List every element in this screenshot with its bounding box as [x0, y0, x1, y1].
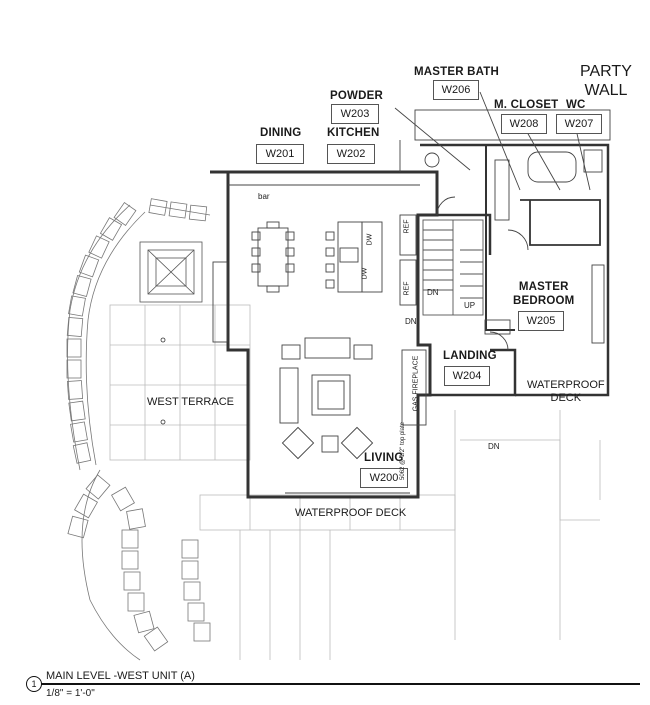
living-furniture [279, 337, 374, 460]
master-bedroom-line-2: BEDROOM [513, 295, 575, 307]
note-dn-stair: DN [427, 288, 439, 297]
room-code-living: W200 [360, 468, 408, 488]
party-wall-line-1: PARTY [580, 63, 632, 80]
area-waterproof-deck-lower: WATERPROOF DECK [295, 507, 407, 519]
vanity [494, 159, 510, 221]
wall-closet [520, 199, 601, 246]
room-name-dining: DINING [260, 127, 302, 139]
wall-east [418, 213, 492, 255]
area-west-terrace: WEST TERRACE [147, 396, 234, 408]
note-gas-fireplace: GAS FIREPLACE [412, 355, 420, 412]
room-code-landing: W204 [444, 366, 490, 386]
note-ref-upper: REF [403, 219, 411, 234]
wall-bath-inner [485, 145, 515, 331]
room-name-living: LIVING [364, 452, 404, 464]
room-code-wc: W207 [556, 114, 602, 134]
party-wall-line-2: WALL [584, 82, 628, 99]
note-plate: 5062 @ 1/2" top plate [400, 422, 406, 480]
stair [422, 219, 484, 316]
room-name-master-bedroom: MASTER BEDROOM [513, 280, 574, 308]
room-code-kitchen: W202 [327, 144, 375, 164]
note-bar: bar [258, 192, 270, 201]
room-code-dining: W201 [256, 144, 304, 164]
note-up-stair: UP [464, 301, 476, 310]
room-code-master-bedroom: W205 [518, 311, 564, 331]
wall-landing [418, 348, 517, 397]
drawing-scale: 1/8" = 1'-0" [46, 688, 95, 699]
note-dn-deck: DN [488, 442, 500, 451]
title-underline [36, 683, 640, 685]
note-dn-hall: DN [405, 317, 417, 326]
room-name-kitchen: KITCHEN [327, 127, 380, 139]
drawing-title: MAIN LEVEL -WEST UNIT (A) [46, 670, 195, 682]
stone-border-lower [67, 469, 211, 661]
party-wall-label: PARTY WALL [580, 62, 632, 100]
fire-pit [139, 241, 203, 425]
room-code-master-bath: W206 [433, 80, 479, 100]
dining-table [251, 221, 295, 293]
room-name-master-bath: MASTER BATH [414, 66, 500, 78]
lower-deck-paving [199, 410, 601, 660]
area-waterproof-deck-upper: WATERPROOF DECK [527, 379, 605, 405]
bathtub [527, 151, 577, 183]
gas-fireplace [401, 349, 427, 426]
note-dw-upper: DW [366, 233, 374, 246]
note-dw-lower: DW [361, 267, 369, 280]
kitchen-island [325, 221, 383, 293]
room-name-landing: LANDING [443, 350, 497, 362]
room-code-m-closet: W208 [501, 114, 547, 134]
waterproof-deck-line-2: DECK [550, 392, 582, 404]
waterproof-deck-line-1: WATERPROOF [527, 379, 605, 391]
wall-bath [420, 143, 610, 397]
room-name-wc: WC [566, 99, 586, 111]
note-ref-lower: REF [403, 281, 411, 296]
stone-border-upper [66, 198, 211, 471]
room-name-powder: POWDER [330, 90, 383, 102]
master-bedroom-line-1: MASTER [518, 281, 569, 293]
west-window [212, 261, 228, 343]
west-terrace-paving [109, 304, 251, 461]
room-name-m-closet: M. CLOSET [494, 99, 559, 111]
room-code-powder: W203 [331, 104, 379, 124]
powder-sink [424, 152, 440, 168]
drawing-number: 1 [26, 676, 42, 692]
toilet [583, 149, 603, 173]
